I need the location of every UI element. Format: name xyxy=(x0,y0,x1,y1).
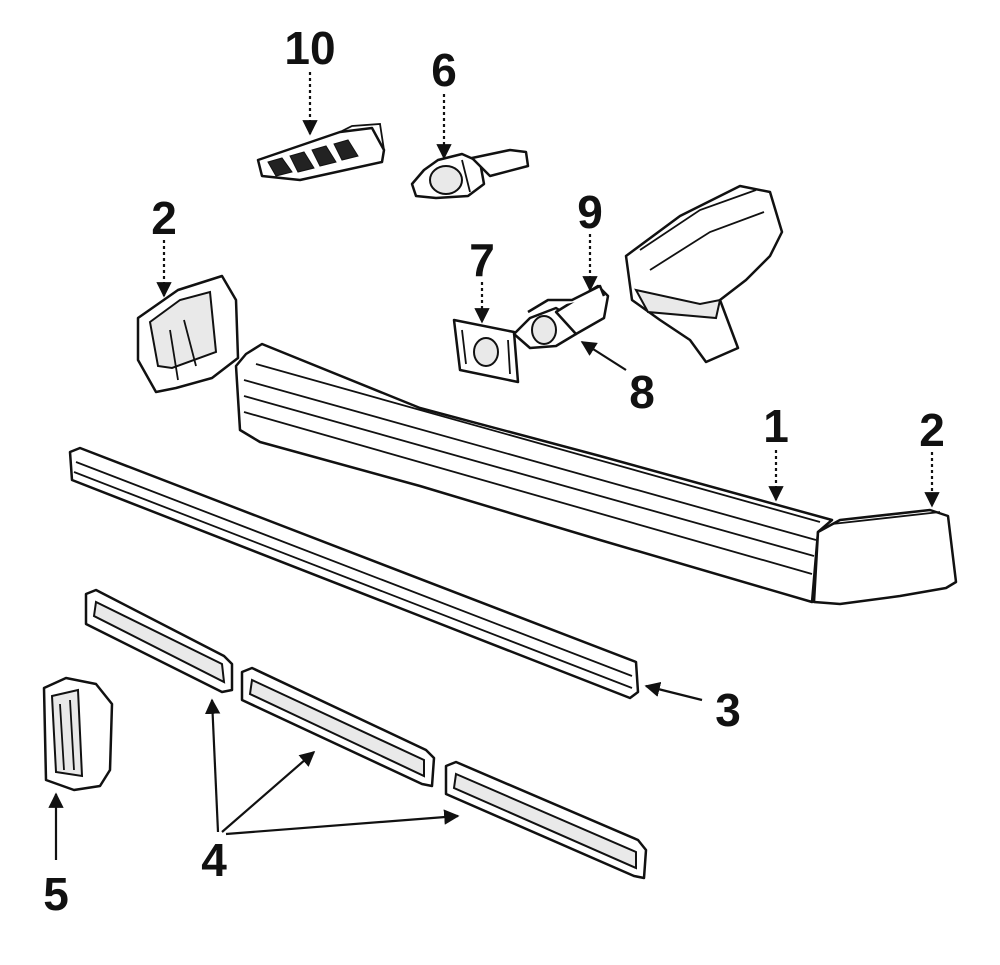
part-2-left-end-cap xyxy=(136,274,240,394)
part-10-bracket xyxy=(256,123,386,182)
callout-2-right: 2 xyxy=(919,404,945,456)
callout-3: 3 xyxy=(715,684,741,736)
callout-9: 9 xyxy=(577,186,603,238)
part-8-shock-absorber xyxy=(512,284,610,350)
part-4-pad-right xyxy=(444,760,648,880)
callout-10: 10 xyxy=(284,22,335,74)
part-2-right-end-cap xyxy=(812,508,958,606)
part-7-mounting-plate xyxy=(452,318,520,384)
part-4-pad-middle xyxy=(240,666,436,788)
callout-8: 8 xyxy=(629,366,655,418)
part-6-isolator xyxy=(410,148,530,200)
part-5-side-pad xyxy=(42,676,114,792)
frame-bracket xyxy=(624,184,784,364)
callout-7: 7 xyxy=(469,234,495,286)
callout-4: 4 xyxy=(201,834,227,886)
part-1-bumper-face-bar xyxy=(234,342,834,604)
leader-lines xyxy=(48,72,940,860)
callout-6: 6 xyxy=(431,44,457,96)
part-3-impact-strip xyxy=(68,446,640,700)
part-4-pad-left xyxy=(84,588,234,694)
callout-5: 5 xyxy=(43,868,69,920)
callout-2-left: 2 xyxy=(151,192,177,244)
callout-1: 1 xyxy=(763,400,789,452)
